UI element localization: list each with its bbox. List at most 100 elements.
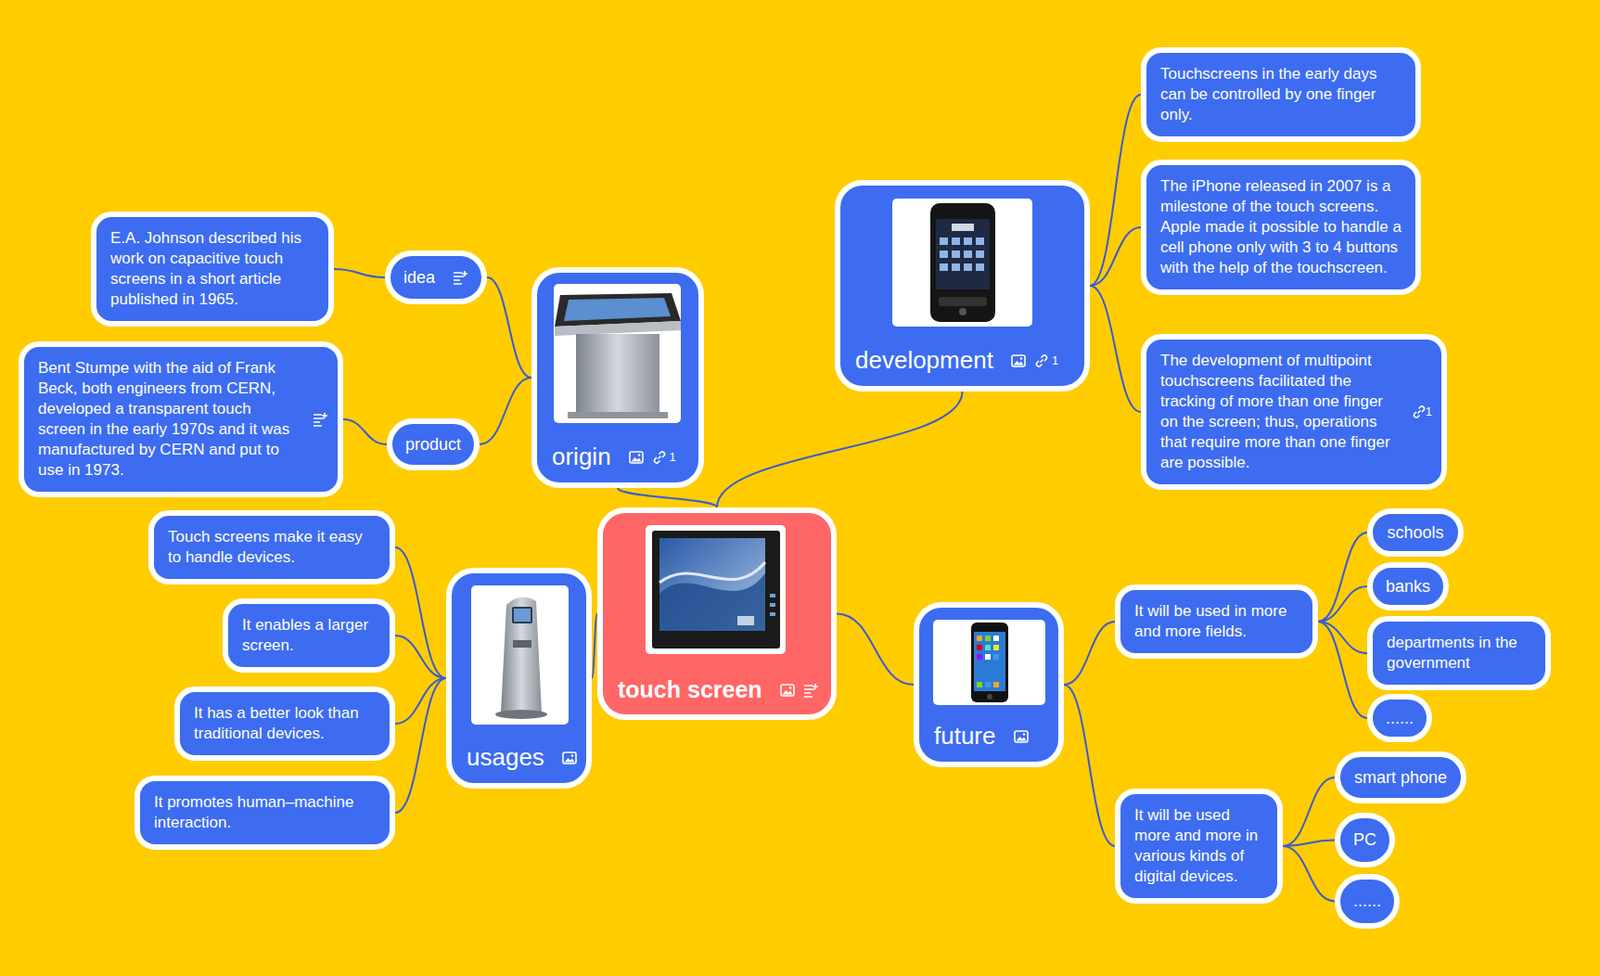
main-topic: origin1 xyxy=(531,267,704,488)
subtopic-box: The iPhone released in 2007 is a milesto… xyxy=(1140,159,1421,295)
node-text: Touch screens make it easy to handle dev… xyxy=(167,526,376,568)
branch-line xyxy=(1318,586,1368,622)
text-row: idea xyxy=(403,268,469,288)
main-topic: future xyxy=(913,601,1064,768)
note-icon xyxy=(311,410,329,428)
text-row: It enables a larger screen. xyxy=(242,614,376,656)
main-topic: usages xyxy=(446,567,592,789)
link-icon xyxy=(1410,403,1428,421)
node-text: It has a better look than traditional de… xyxy=(193,703,376,744)
text-row: It will be used more and more in various… xyxy=(1134,805,1264,887)
text-row: ...... xyxy=(1385,708,1414,729)
image-icon xyxy=(561,749,578,767)
note-icon xyxy=(451,268,469,286)
branch-line xyxy=(1089,94,1141,286)
node-text: departments in the government xyxy=(1386,632,1532,674)
link-icon xyxy=(1033,352,1050,370)
text-row: Touch screens make it easy to handle dev… xyxy=(167,526,376,568)
branch-line xyxy=(836,614,914,686)
branch-line xyxy=(1282,777,1335,846)
subtopic-box: departments in the government xyxy=(1367,615,1551,691)
text-row: The iPhone released in 2007 is a milesto… xyxy=(1160,176,1402,279)
link-count: 1 xyxy=(1051,353,1059,368)
node-text: schools xyxy=(1386,523,1444,543)
branch-line xyxy=(333,268,385,278)
branch-line xyxy=(395,678,447,813)
node-text: It enables a larger screen. xyxy=(242,614,376,656)
subtopic-box: It has a better look than traditional de… xyxy=(174,686,396,761)
subtopic-pill: idea xyxy=(384,250,487,305)
text-row: It has a better look than traditional de… xyxy=(193,703,376,744)
branch-line xyxy=(1063,684,1115,846)
link-count: 1 xyxy=(1425,401,1433,423)
image-icon xyxy=(1012,728,1030,745)
branch-line xyxy=(395,635,447,679)
node-text: PC xyxy=(1353,830,1377,850)
text-row: It promotes human–machine interaction. xyxy=(153,792,376,833)
branch-line xyxy=(1282,840,1335,847)
branch-line xyxy=(486,277,532,378)
text-row: ...... xyxy=(1353,891,1382,911)
text-row: product xyxy=(405,435,461,455)
branch-line xyxy=(395,547,447,679)
branch-line xyxy=(1318,621,1368,718)
node-text: smart phone xyxy=(1354,768,1447,788)
subtopic-pill: smart phone xyxy=(1334,751,1467,804)
link-count: 1 xyxy=(669,449,677,464)
branch-line xyxy=(716,391,963,508)
text-row: The development of multipoint touchscree… xyxy=(1160,350,1401,474)
branch-line xyxy=(1089,227,1141,286)
branch-line xyxy=(479,377,532,445)
text-row: It will be used in more and more fields. xyxy=(1134,601,1299,642)
node-text: The iPhone released in 2007 is a milesto… xyxy=(1160,176,1402,279)
branch-line xyxy=(1318,532,1368,622)
subtopic-box: It will be used in more and more fields. xyxy=(1114,584,1319,659)
subtopic-box: The development of multipoint touchscree… xyxy=(1140,333,1447,490)
text-row: E.A. Johnson described his work on capac… xyxy=(110,228,315,310)
text-row: schools xyxy=(1386,523,1444,543)
image-icon xyxy=(627,448,645,466)
text-row: usages xyxy=(466,742,578,772)
subtopic-box: Touchscreens in the early days can be co… xyxy=(1140,47,1421,142)
branch-line xyxy=(1063,621,1115,685)
text-row: touch screen xyxy=(617,676,820,704)
node-text: E.A. Johnson described his work on capac… xyxy=(110,228,315,310)
subtopic-pill: banks xyxy=(1367,562,1449,611)
subtopic-pill: schools xyxy=(1367,508,1464,557)
node-text: product xyxy=(405,435,461,455)
subtopic-pill: ...... xyxy=(1334,873,1400,929)
link-icon xyxy=(651,448,668,466)
subtopic-pill: product xyxy=(386,418,480,471)
subtopic-box: E.A. Johnson described his work on capac… xyxy=(90,211,334,327)
text-row: Bent Stumpe with the aid of Frank Beck, … xyxy=(38,358,297,481)
subtopic-box: It enables a larger screen. xyxy=(222,598,396,673)
node-text: Touchscreens in the early days can be co… xyxy=(1160,64,1402,126)
node-text: Bent Stumpe with the aid of Frank Beck, … xyxy=(38,358,297,481)
node-text: The development of multipoint touchscree… xyxy=(1160,350,1401,474)
image-icon xyxy=(779,681,796,699)
node-text: development xyxy=(855,345,994,375)
icon-group: 1 xyxy=(1410,401,1433,423)
subtopic-box: Bent Stumpe with the aid of Frank Beck, … xyxy=(18,341,344,498)
node-text: idea xyxy=(403,268,436,288)
branch-line xyxy=(617,487,717,508)
note-icon xyxy=(802,681,820,699)
node-text: ...... xyxy=(1353,891,1382,911)
subtopic-box: Touch screens make it easy to handle dev… xyxy=(148,510,396,585)
node-text: touch screen xyxy=(617,676,763,704)
node-text: It promotes human–machine interaction. xyxy=(153,792,376,833)
branch-line xyxy=(1318,621,1368,653)
text-row: departments in the government xyxy=(1386,632,1532,674)
subtopic-pill: PC xyxy=(1334,812,1396,868)
subtopic-box: It promotes human–machine interaction. xyxy=(134,775,396,850)
node-text: It will be used more and more in various… xyxy=(1134,805,1264,887)
text-row: banks xyxy=(1385,576,1431,597)
central-topic: touch screen xyxy=(597,507,837,720)
node-text: future xyxy=(934,721,997,751)
node-text: usages xyxy=(466,742,545,772)
branch-line xyxy=(343,419,387,445)
subtopic-box: It will be used more and more in various… xyxy=(1114,788,1283,904)
branch-line xyxy=(395,678,447,724)
text-row: future xyxy=(934,721,1030,751)
